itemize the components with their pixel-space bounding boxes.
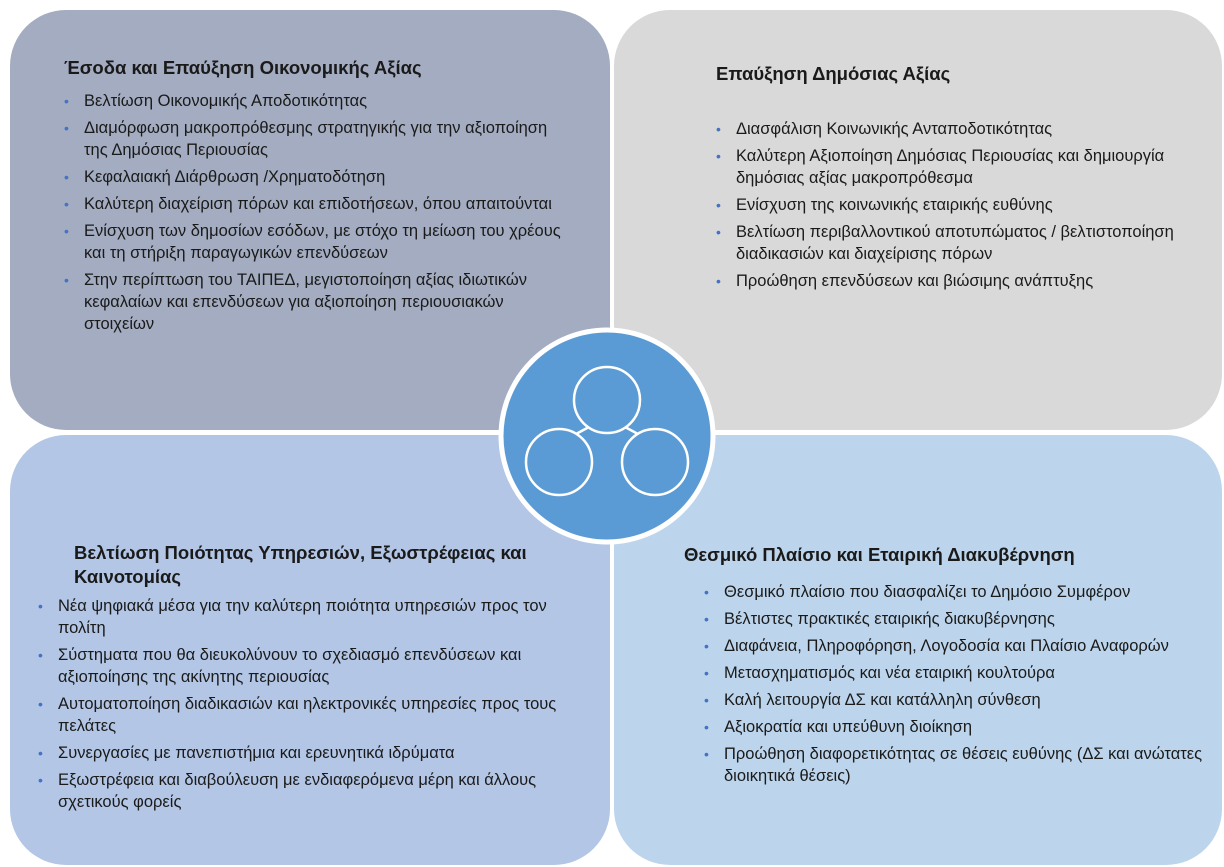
list-item: Βελτίωση περιβαλλοντικού αποτυπώματος / … [714,221,1214,265]
list-item: Εξωστρέφεια και διαβούλευση με ενδιαφερό… [36,769,586,813]
list-item: Ενίσχυση της κοινωνικής εταιρικής ευθύνη… [714,194,1214,216]
quadrant-service-quality-innovation: Βελτίωση Ποιότητας Υπηρεσιών, Εξωστρέφει… [10,435,610,865]
list-item: Διαμόρφωση μακροπρόθεσμης στρατηγικής γι… [62,117,562,161]
quadrant-revenue-economic-value: Έσοδα και Επαύξηση Οικονομικής Αξίας Βελ… [10,10,610,430]
list-item: Ενίσχυση των δημοσίων εσόδων, με στόχο τ… [62,220,562,264]
list-item: Διαφάνεια, Πληροφόρηση, Λογοδοσία και Πλ… [702,635,1217,657]
quadrant-title: Επαύξηση Δημόσιας Αξίας [716,63,951,84]
quadrant-title: Βελτίωση Ποιότητας Υπηρεσιών, Εξωστρέφει… [74,542,527,587]
list-item: Προώθηση επενδύσεων και βιώσιμης ανάπτυξ… [714,270,1214,292]
list-item: Μετασχηματισμός και νέα εταιρική κουλτού… [702,662,1217,684]
list-item: Βέλτιστες πρακτικές εταιρικής διακυβέρνη… [702,608,1217,630]
hub-circle [498,327,716,545]
list-item: Αξιοκρατία και υπεύθυνη διοίκηση [702,716,1217,738]
list-item: Διασφάλιση Κοινωνικής Ανταποδοτικότητας [714,118,1214,140]
list-item: Θεσμικό πλαίσιο που διασφαλίζει το Δημόσ… [702,581,1217,603]
hub-background [498,327,716,545]
item-list: Διασφάλιση Κοινωνικής Ανταποδοτικότητας … [714,118,1214,297]
list-item: Στην περίπτωση του ΤΑΙΠΕΔ, μεγιστοποίηση… [62,269,562,335]
list-item: Κεφαλαιακή Διάρθρωση /Χρηματοδότηση [62,166,562,188]
list-item: Βελτίωση Οικονομικής Αποδοτικότητας [62,90,562,112]
list-item: Νέα ψηφιακά μέσα για την καλύτερη ποιότη… [36,595,586,639]
list-item: Καλύτερη Αξιοποίηση Δημόσιας Περιουσίας … [714,145,1214,189]
quadrant-public-value: Επαύξηση Δημόσιας Αξίας Διασφάλιση Κοινω… [614,10,1222,430]
quadrant-title: Θεσμικό Πλαίσιο και Εταιρική Διακυβέρνησ… [684,544,1075,565]
quadrant-governance: Θεσμικό Πλαίσιο και Εταιρική Διακυβέρνησ… [614,435,1222,865]
list-item: Προώθηση διαφορετικότητας σε θέσεις ευθύ… [702,743,1217,787]
list-item: Καλή λειτουργία ΔΣ και κατάλληλη σύνθεση [702,689,1217,711]
list-item: Σύστηματα που θα διευκολύνουν το σχεδιασ… [36,644,586,688]
hierarchy-icon [524,365,690,497]
list-item: Συνεργασίες με πανεπιστήμια και ερευνητι… [36,742,586,764]
list-item: Αυτοματοποίηση διαδικασιών και ηλεκτρονι… [36,693,586,737]
quadrant-title: Έσοδα και Επαύξηση Οικονομικής Αξίας [64,57,422,78]
item-list: Βελτίωση Οικονομικής Αποδοτικότητας Διαμ… [62,90,562,340]
item-list: Νέα ψηφιακά μέσα για την καλύτερη ποιότη… [36,595,586,818]
list-item: Καλύτερη διαχείριση πόρων και επιδοτήσεω… [62,193,562,215]
item-list: Θεσμικό πλαίσιο που διασφαλίζει το Δημόσ… [702,581,1217,792]
